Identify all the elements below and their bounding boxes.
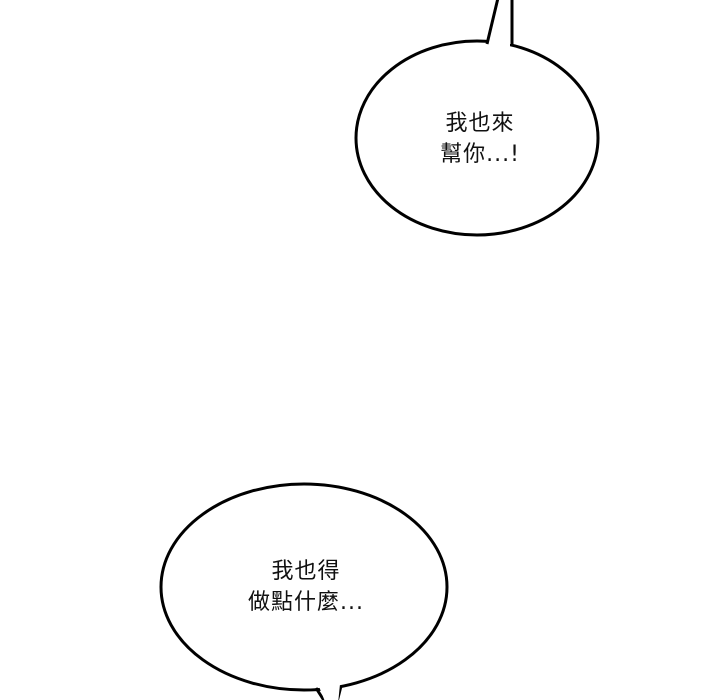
speech-line: 我也得 [271, 559, 341, 584]
speech-line: 做點什麼... [248, 590, 364, 615]
speech-text-top: 我也來 幫你...! [437, 108, 523, 170]
speech-bubble-bottom [159, 482, 449, 700]
speech-bubble-top [354, 0, 600, 237]
speech-text-bottom: 我也得 做點什麼... [236, 556, 376, 618]
speech-line: 我也來 [445, 111, 515, 136]
speech-line: 幫你...! [440, 142, 520, 167]
